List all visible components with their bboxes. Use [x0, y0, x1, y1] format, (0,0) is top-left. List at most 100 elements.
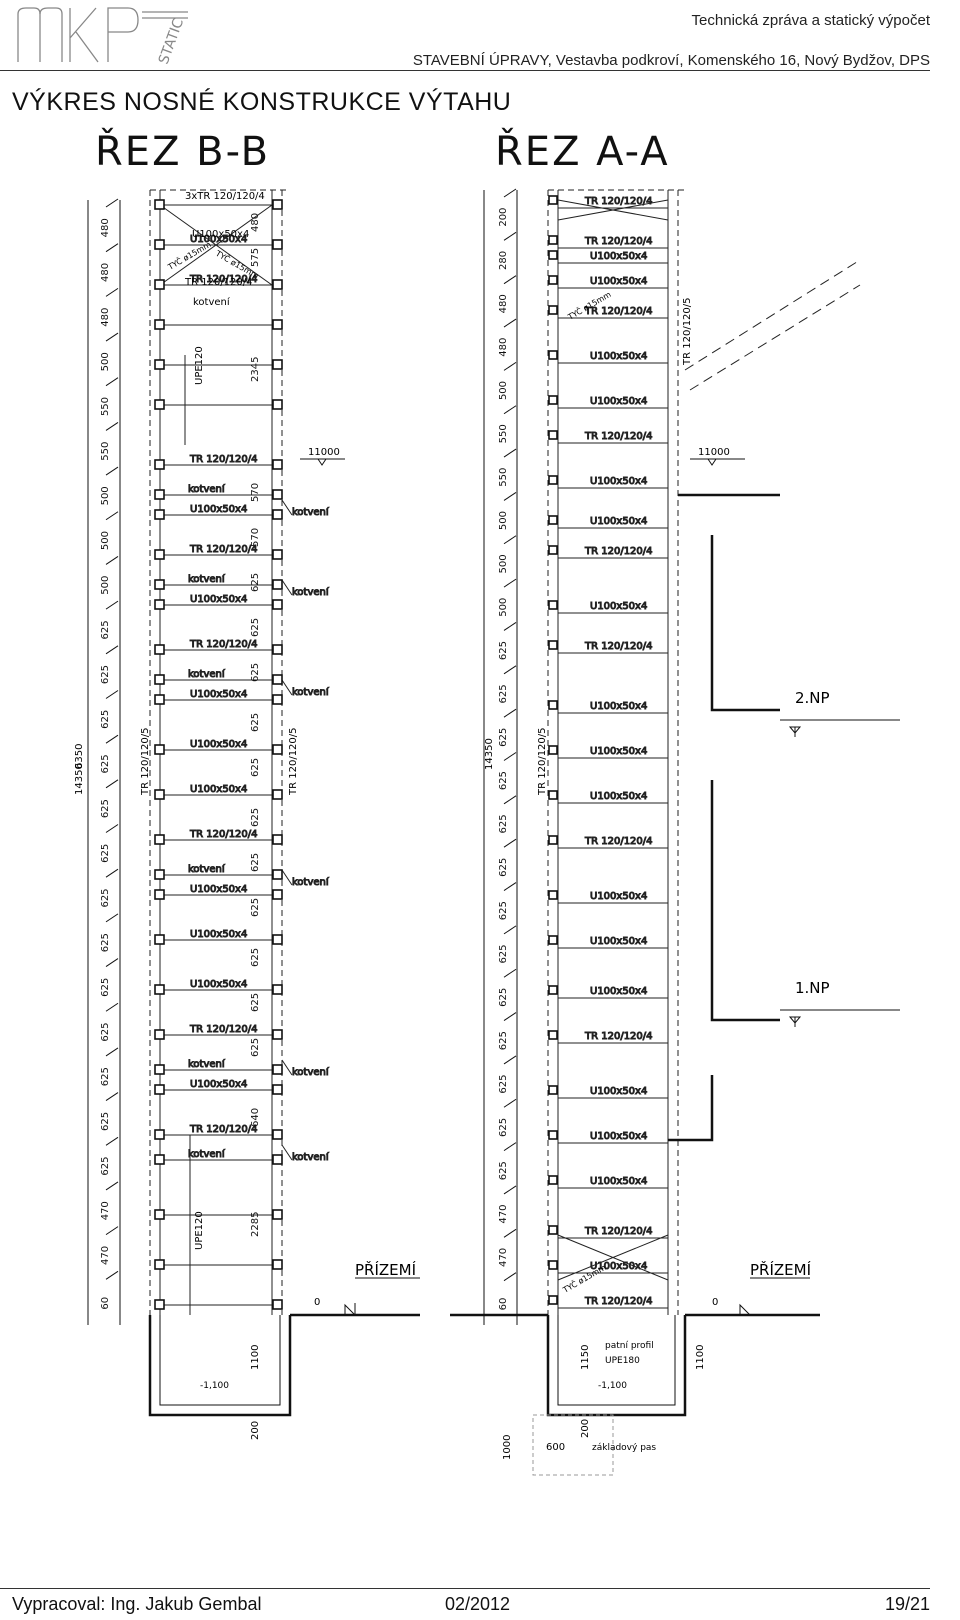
bb-member-label: U100x50x4	[190, 504, 247, 515]
bb-member-label: U100x50x4	[190, 929, 247, 940]
aa-node	[548, 235, 558, 245]
footer-author: Vypracoval: Ing. Jakub Gembal	[12, 1594, 262, 1614]
bb-level-11000: 11000	[308, 447, 340, 458]
bb-anchor-label: kotvení	[292, 586, 330, 598]
bb-node-left	[154, 1154, 165, 1165]
bb-node-right	[272, 1259, 283, 1270]
aa-node	[548, 1030, 558, 1040]
aa-member-label: U100x50x4	[590, 276, 647, 287]
aa-dim-label: 550	[498, 468, 509, 487]
bb-dim-label: 500	[100, 352, 111, 371]
bb-node-left	[154, 934, 165, 945]
aa-node	[548, 1260, 558, 1270]
section-aa-title: ŘEZ A-A	[495, 127, 670, 175]
bb-node-right	[272, 934, 283, 945]
document-title: VÝKRES NOSNÉ KONSTRUKCE VÝTAHU	[12, 88, 512, 116]
bb-node-right	[272, 789, 283, 800]
aa-dim-label: 500	[498, 381, 509, 400]
aa-dim-tick	[503, 578, 517, 588]
bb-dim-label: 480	[100, 263, 111, 282]
aa-total-dim: 14350	[484, 738, 495, 770]
bb-tube-top: TR 120/120/4	[184, 277, 253, 288]
bb-anchor-leader	[281, 499, 293, 516]
bb-dim-label: 500	[100, 531, 111, 550]
bb-right-dim: 640	[250, 1108, 261, 1127]
aa-member-label: TR 120/120/4	[584, 196, 653, 207]
bb-member-label: TR 120/120/4	[189, 274, 258, 285]
aa-member-label: U100x50x4	[590, 1131, 647, 1142]
aa-dim-label: 480	[498, 338, 509, 357]
aa-node	[548, 1175, 558, 1185]
bb-member-label: U100x50x4	[190, 739, 247, 750]
bb-right-dim: 570	[250, 483, 261, 502]
aa-member-label: TR 120/120/4	[584, 1296, 653, 1307]
bb-dim-tick	[105, 1181, 119, 1191]
aa-column-top: TR 120/120/5	[682, 297, 693, 366]
aa-dim-label: 625	[498, 814, 509, 833]
bb-base-dim: 200	[250, 1421, 261, 1440]
bb-node-left	[154, 694, 165, 705]
aa-member-label: TR 120/120/4	[584, 546, 653, 557]
aa-dim-tick	[503, 665, 517, 675]
report-title: Technická zpráva a statický výpočet	[691, 12, 930, 29]
bb-node-left	[154, 459, 165, 470]
bb-node-right	[272, 399, 283, 410]
bb-top-beams: 3xTR 120/120/4	[185, 191, 265, 202]
bb-node-left	[154, 674, 165, 685]
bb-right-dim: 570	[250, 528, 261, 547]
footer-date: 02/2012	[445, 1594, 511, 1614]
section-aa-frame	[547, 189, 861, 1315]
bb-total-dim: 14350	[74, 763, 85, 795]
bb-dim-tick	[105, 1047, 119, 1057]
bb-node-left	[154, 834, 165, 845]
aa-dim-label: 625	[498, 684, 509, 703]
bb-dim-label: 550	[100, 442, 111, 461]
bb-dim-label: 625	[100, 710, 111, 729]
bb-member-label: U100x50x4	[190, 1079, 247, 1090]
aa-node	[548, 745, 558, 755]
section-bb-frame	[149, 189, 290, 1315]
aa-member-label: U100x50x4	[590, 701, 647, 712]
bb-dim-label: 550	[100, 397, 111, 416]
bb-right-dim: 625	[250, 573, 261, 592]
aa-dim-tick	[503, 1142, 517, 1152]
aa-node	[548, 275, 558, 285]
bb-member-label: kotvení	[188, 668, 226, 680]
bb-anchor-label: kotvení	[292, 686, 330, 698]
bb-node-right	[272, 1084, 283, 1095]
aa-member-label: TR 120/120/4	[584, 431, 653, 442]
bb-dim-tick	[105, 556, 119, 565]
aa-dim-label: 625	[498, 641, 509, 660]
bb-member-label: TR 120/120/4	[189, 1024, 258, 1035]
aa-dim-label: 625	[498, 858, 509, 877]
footer-divider	[0, 1588, 930, 1589]
bb-right-dim: 625	[250, 993, 261, 1012]
bb-node-left	[154, 579, 165, 590]
bb-anchor-label: kotvení	[292, 876, 330, 888]
aa-dim-tick	[503, 492, 517, 501]
bb-dim-label: 470	[100, 1201, 111, 1220]
aa-rod-bottom: TYČ ø15mm	[560, 1261, 608, 1295]
aa-pit-dim: 1150	[580, 1345, 591, 1370]
bb-node-left	[154, 1299, 165, 1310]
bb-node-left	[154, 789, 165, 800]
aa-dim-tick	[503, 188, 517, 198]
bb-node-right	[272, 199, 283, 210]
aa-member-label: U100x50x4	[590, 251, 647, 262]
bb-dim-tick	[105, 734, 119, 744]
aa-dim-label: 625	[498, 1031, 509, 1050]
bb-right-dim: 625	[250, 758, 261, 777]
bb-node-right	[272, 579, 283, 590]
header-divider	[0, 70, 930, 71]
aa-dim-label: 470	[498, 1205, 509, 1224]
aa-node	[548, 835, 558, 845]
bb-node-left	[154, 549, 165, 560]
bb-node-right	[272, 1129, 283, 1140]
bb-right-dim: 2345	[250, 357, 261, 382]
bb-anchor-leader	[281, 679, 293, 696]
aa-floor-slabs	[668, 493, 780, 1142]
bb-member-label: U100x50x4	[190, 689, 247, 700]
bb-total-dim-overlap: 6350	[74, 744, 85, 769]
bb-dim-label: 625	[100, 888, 111, 907]
